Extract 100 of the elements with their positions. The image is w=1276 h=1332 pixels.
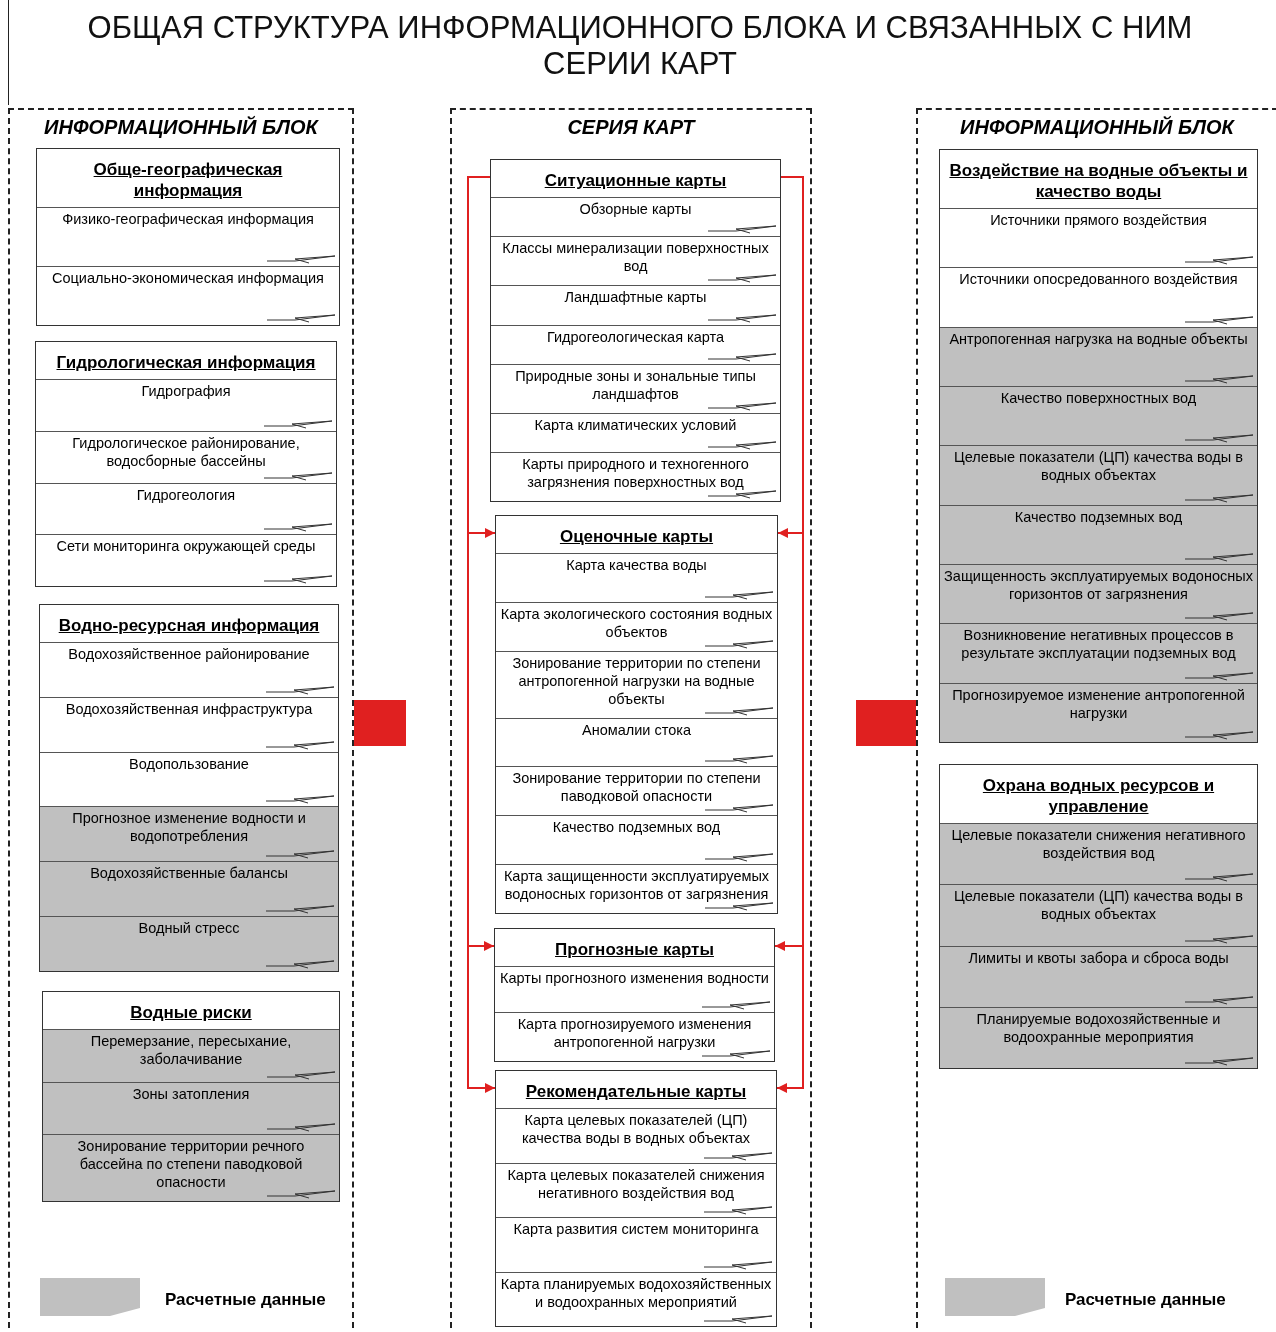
row-label: Качество подземных вод (552, 819, 721, 836)
info-card (39, 604, 339, 972)
list-row (496, 1217, 776, 1272)
info-card (939, 764, 1258, 1069)
list-row (940, 623, 1257, 683)
list-row (491, 412, 780, 452)
row-label: Качество подземных вод (1014, 508, 1183, 525)
row-label: Водный стресс (138, 920, 240, 937)
list-row (491, 363, 780, 413)
chevron-arrow (856, 700, 916, 746)
list-row (40, 806, 338, 862)
list-row (495, 966, 774, 1012)
row-label: Перемерзание, пересыхание, заболачивание (90, 1033, 292, 1067)
row-label: Аномалии стока (582, 721, 691, 738)
row-label: Карта планируемых водохозяйственных и водоохранных мероприятий (500, 1275, 772, 1310)
list-row (496, 1108, 776, 1163)
list-row (496, 650, 777, 718)
row-label: Карты прогнозного изменения водности (500, 970, 769, 986)
row-label: Прогнозируемое изменение антропогенной нагрузки (952, 686, 1245, 721)
list-row (496, 717, 777, 767)
card-heading: Обще-географическая информация (92, 159, 284, 202)
list-row (940, 682, 1257, 742)
row-label: Карта экологического состояния водных объектов (500, 605, 773, 640)
row-label: Целевые показатели (ЦП) качества воды в водных объектах (954, 449, 1243, 484)
row-label: Зонирование территории по степени антропогенной нагрузки на водные объекты (512, 654, 761, 707)
row-label: Антропогенная нагрузка на водные объекты (949, 330, 1248, 347)
list-row (496, 864, 777, 913)
info-card (35, 341, 337, 587)
row-label: Источники опосредованного воздействия (959, 271, 1238, 288)
list-row (43, 1029, 339, 1082)
legend-label: Расчетные данные (165, 1290, 326, 1310)
list-row (496, 601, 777, 651)
list-row (496, 766, 777, 816)
list-row (491, 197, 780, 237)
row-label: Качество поверхностных вод (1000, 390, 1197, 406)
row-label: Карта прогнозируемого изменения антропогенной нагрузки (517, 1016, 752, 1050)
list-row (940, 1006, 1257, 1068)
row-label: Физико-географическая информация (62, 211, 314, 227)
list-row (940, 945, 1257, 1007)
card-heading: Прогнозные карты (554, 939, 715, 961)
row-label: Гидрография (141, 383, 231, 399)
list-row (36, 430, 336, 483)
row-label: Сети мониторинга окружающей среды (56, 538, 316, 555)
row-label: Защищенность эксплуатируемых водоносных горизонтов от загрязнения (944, 567, 1253, 602)
list-row (491, 324, 780, 364)
info-card (490, 159, 781, 502)
row-label: Возникновение негативных процессов в результате эксплуатации подземных вод (961, 627, 1236, 662)
row-label: Классы минерализации поверхностных вод (502, 240, 769, 275)
list-row (40, 916, 338, 971)
info-card (939, 149, 1258, 743)
list-row (940, 267, 1257, 327)
list-row (36, 482, 336, 535)
row-label: Природные зоны и зональные типы ландшафтов (515, 367, 756, 402)
row-label: Карты природного и техногенного загрязнения поверхностных вод (522, 456, 749, 490)
row-label: Карта климатических условий (534, 416, 737, 433)
list-row (36, 379, 336, 431)
card-heading: Водно-ресурсная информация (57, 615, 321, 637)
row-label: Источники прямого воздействия (990, 212, 1207, 228)
list-row (43, 1134, 339, 1201)
list-row (940, 823, 1257, 885)
row-label: Ландшафтные карты (564, 289, 707, 306)
row-label: Зонирование территории речного бассейна по степени паводковой опасности (77, 1138, 305, 1190)
row-label: Водопользование (129, 755, 249, 772)
row-label: Водохозяйственная инфраструктура (65, 700, 313, 717)
row-label: Карта качества воды (566, 557, 707, 573)
card-heading: Рекомендательные карты (524, 1081, 748, 1103)
list-row (940, 386, 1257, 446)
card-heading: Оценочные карты (558, 526, 715, 548)
card-heading: Охрана водных ресурсов и управление (981, 775, 1216, 818)
panel-heading: СЕРИЯ КАРТ (566, 116, 697, 139)
row-label: Планируемые водохозяйственные и водоохранные мероприятия (976, 1010, 1221, 1045)
row-label: Карта защищенности эксплуатируемых водоносных горизонтов от загрязнения (503, 868, 770, 902)
list-row (491, 452, 780, 501)
info-card (42, 991, 340, 1202)
list-row (37, 207, 339, 266)
list-row (940, 563, 1257, 624)
list-row (40, 642, 338, 697)
list-row (40, 696, 338, 752)
row-label: Водохозяйственные балансы (90, 865, 288, 882)
card-heading: Ситуационные карты (543, 170, 728, 192)
list-row (940, 445, 1257, 505)
list-row (496, 1162, 776, 1217)
card-heading: Гидрологическая информация (55, 352, 317, 374)
info-card (494, 928, 775, 1062)
diagram-title: ОБЩАЯ СТРУКТУРА ИНФОРМАЦИОННОГО БЛОКА И СВЯЗАННЫХ С НИМ СЕРИИ КАРТ (86, 10, 1194, 82)
info-card (495, 1070, 777, 1327)
list-row (496, 1271, 776, 1326)
row-label: Карта развития систем мониторинга (513, 1221, 759, 1237)
row-label: Социально-экономическая информация (52, 270, 324, 286)
list-row (40, 861, 338, 917)
list-row (940, 208, 1257, 268)
list-row (495, 1012, 774, 1061)
list-row (36, 534, 336, 586)
info-card (36, 148, 340, 326)
list-row (940, 326, 1257, 386)
row-label: Карта целевых показателей снижения негативного воздействия вод (507, 1166, 765, 1201)
row-label: Обзорные карты (579, 201, 692, 217)
connector-arrow (776, 176, 804, 1093)
row-label: Карта целевых показателей (ЦП) качества воды в водных объектах (521, 1112, 751, 1146)
card-heading: Водные риски (129, 1002, 253, 1024)
